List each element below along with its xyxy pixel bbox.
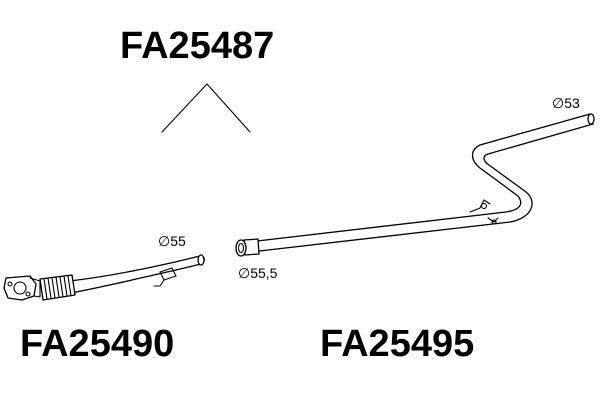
- assembly-part-number: FA25487: [120, 25, 274, 67]
- front-pipe-diameter-label: ∅55: [158, 233, 186, 249]
- assembly-split-lines: [161, 83, 251, 133]
- rear-pipe-outlet-diameter-label: ∅53: [552, 95, 580, 111]
- rear-pipe-drawing: [235, 113, 595, 257]
- front-pipe-part-number: FA25490: [20, 323, 174, 365]
- rear-pipe-inlet-diameter-label: ∅55,5: [238, 265, 278, 281]
- front-pipe-drawing: [3, 254, 205, 301]
- rear-pipe-part-number: FA25495: [320, 323, 474, 365]
- front-pipe-bellows-ribs: [43, 275, 72, 300]
